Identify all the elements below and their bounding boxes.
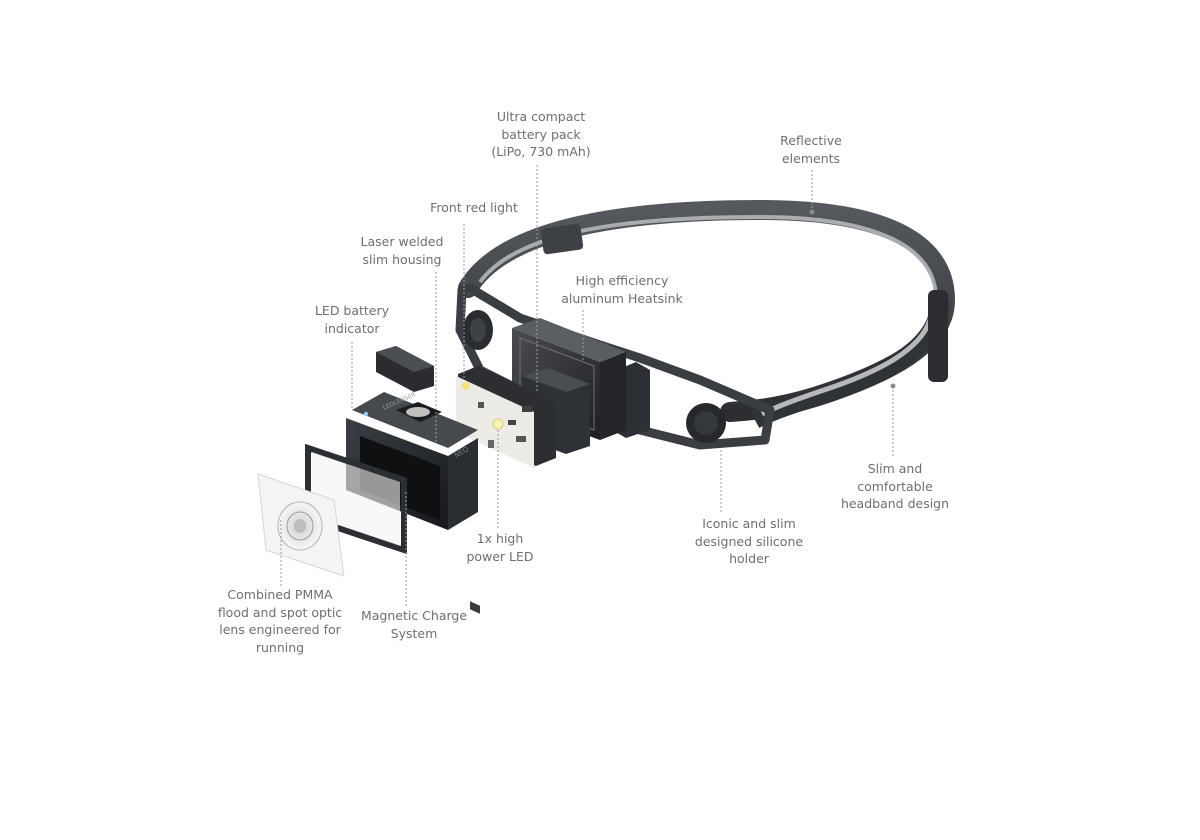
label-reflective: Reflective elements — [761, 132, 861, 167]
label-magnetic-charge-line1: Magnetic Charge — [354, 607, 474, 625]
label-power-led-line2: power LED — [455, 548, 545, 566]
label-silicone-holder-line1: Iconic and slim — [686, 515, 812, 533]
label-laser-housing: Laser welded slim housing — [349, 233, 455, 268]
label-reflective-line2: elements — [761, 150, 861, 168]
label-led-indicator-line2: indicator — [302, 320, 402, 338]
label-power-led: 1x high power LED — [455, 530, 545, 565]
label-slim-headband-line1: Slim and — [834, 460, 956, 478]
label-front-red: Front red light — [414, 199, 534, 217]
label-battery-pack-line2: battery pack — [481, 126, 601, 144]
label-slim-headband-line3: headband design — [834, 495, 956, 513]
label-reflective-line1: Reflective — [761, 132, 861, 150]
label-optic-lens-line1: Combined PMMA — [210, 586, 350, 604]
label-magnetic-charge-line2: System — [354, 625, 474, 643]
label-magnetic-charge: Magnetic Charge System — [354, 607, 474, 642]
label-heatsink-line2: aluminum Heatsink — [556, 290, 688, 308]
label-optic-lens-line4: running — [210, 639, 350, 657]
label-battery-pack: Ultra compact battery pack (LiPo, 730 mA… — [481, 108, 601, 161]
label-battery-pack-line1: Ultra compact — [481, 108, 601, 126]
label-slim-headband: Slim and comfortable headband design — [834, 460, 956, 513]
label-optic-lens-line3: lens engineered for — [210, 621, 350, 639]
label-front-red-line1: Front red light — [414, 199, 534, 217]
button-cap — [376, 346, 434, 392]
label-heatsink-line1: High efficiency — [556, 272, 688, 290]
label-silicone-holder-line2: designed silicone — [686, 533, 812, 551]
label-silicone-holder-line3: holder — [686, 550, 812, 568]
label-slim-headband-line2: comfortable — [834, 478, 956, 496]
label-heatsink: High efficiency aluminum Heatsink — [556, 272, 688, 307]
label-laser-housing-line1: Laser welded — [349, 233, 455, 251]
label-laser-housing-line2: slim housing — [349, 251, 455, 269]
label-optic-lens: Combined PMMA flood and spot optic lens … — [210, 586, 350, 656]
label-optic-lens-line2: flood and spot optic — [210, 604, 350, 622]
label-battery-pack-line3: (LiPo, 730 mAh) — [481, 143, 601, 161]
dot-slim-headband — [891, 384, 896, 389]
label-silicone-holder: Iconic and slim designed silicone holder — [686, 515, 812, 568]
dot-reflective — [810, 210, 815, 215]
label-led-indicator-line1: LED battery — [302, 302, 402, 320]
label-power-led-line1: 1x high — [455, 530, 545, 548]
label-led-indicator: LED battery indicator — [302, 302, 402, 337]
